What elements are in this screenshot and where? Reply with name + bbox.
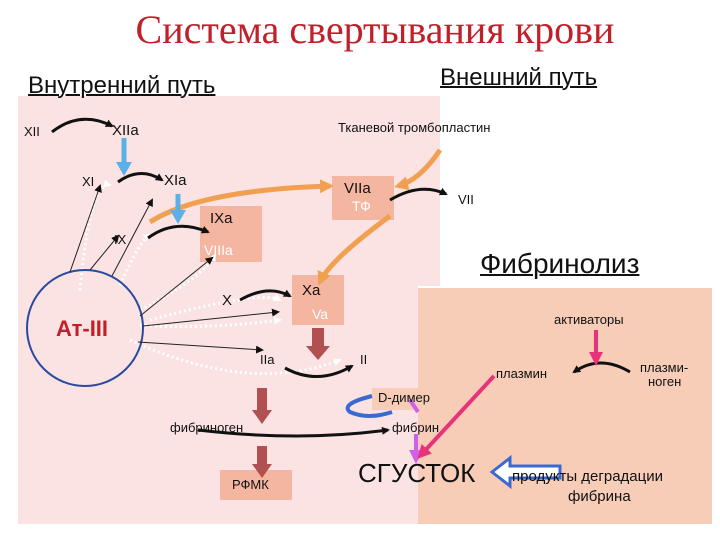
fibrinolysis-heading: Фибринолиз (480, 248, 640, 279)
rfmk: РФМК (232, 477, 269, 492)
d-dimer-loop-arrow (345, 394, 393, 418)
factor-viiia: VIIIa (204, 242, 233, 258)
conversion-arrows (51, 117, 631, 438)
antithrombin-circle (26, 269, 144, 387)
factor-iia: IIa (260, 352, 275, 367)
tissue-factor: ТФ (352, 198, 371, 214)
antithrombin-label: Ат-III (56, 316, 109, 341)
page-title: Система свертывания крови (135, 7, 615, 52)
factor-xiia: XIIa (112, 122, 139, 139)
extrinsic-pathway-heading: Внешний путь (440, 64, 598, 91)
factor-xia: XIa (164, 172, 187, 189)
antithrombin-lines (69, 184, 280, 354)
factor-x: X (222, 292, 233, 309)
degradation-arrow (489, 454, 562, 490)
factor-va: Va (312, 306, 329, 322)
tissue-thromboplastin: Тканевой тромбопластин (338, 120, 491, 135)
plasminogen-label-line1: плазми- (640, 360, 689, 375)
factor-xi: XI (82, 174, 95, 189)
plasminogen-label-line2: ноген (648, 374, 682, 389)
factor-xii: XII (24, 124, 40, 139)
d-dimer: D-димер (378, 390, 430, 405)
intrinsic-pathway-heading: Внутренний путь (28, 72, 216, 99)
fibrinogen: фибриноген (170, 420, 244, 435)
ixa-viiia-box (200, 206, 262, 262)
degradation-products-line2: фибрина (568, 488, 631, 505)
fibrin: фибрин (392, 420, 440, 435)
magenta-arrows (417, 330, 603, 459)
intrinsic-pathway-region (18, 96, 418, 524)
plasmin-label: плазмин (496, 366, 548, 381)
factor-viia: VIIa (344, 180, 371, 197)
factor-ixa: IXa (210, 210, 233, 227)
fibrinolysis-region (440, 288, 712, 524)
activators-label: активаторы (554, 312, 624, 327)
orange-arrows (148, 148, 443, 286)
extrinsic-pathway-region (418, 96, 440, 286)
clot: СГУСТОК (358, 458, 476, 488)
factor-ix: IX (114, 232, 127, 247)
degradation-products-line1: продукты деградации (512, 468, 663, 485)
viia-tf-box (332, 176, 394, 220)
factor-xa: Xa (302, 282, 321, 299)
d-dimer-box (372, 388, 468, 410)
brown-arrows (252, 328, 330, 478)
rfmk-box (220, 470, 292, 500)
violet-arrows (408, 398, 423, 464)
factor-ii: II (360, 352, 368, 367)
blue-arrows (116, 138, 186, 224)
factor-vii: VII (458, 192, 474, 207)
